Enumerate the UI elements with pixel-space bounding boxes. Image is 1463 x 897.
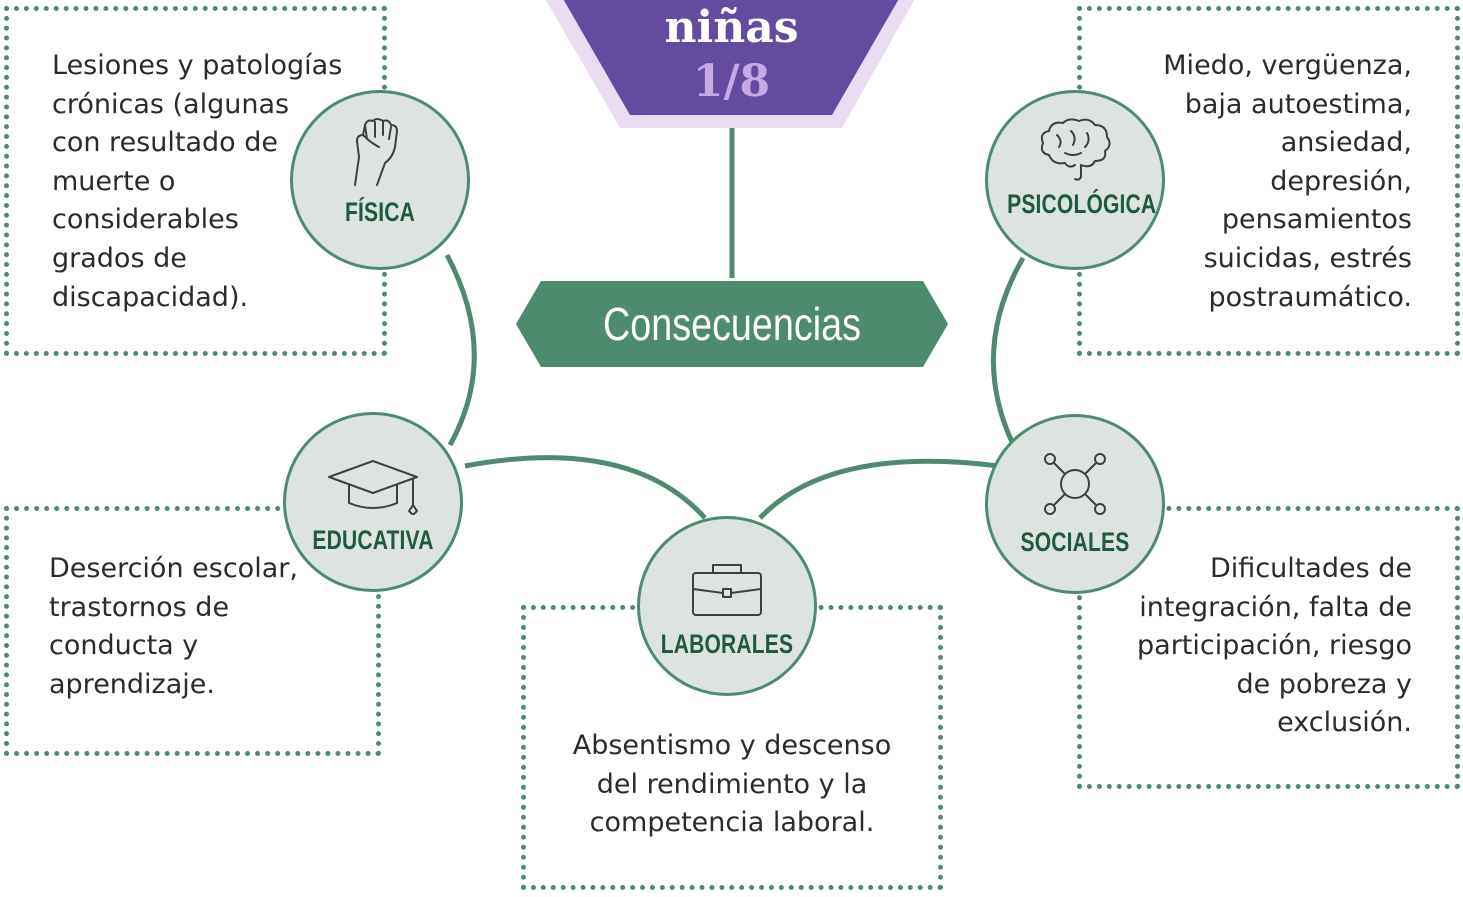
fisica-node: FÍSICA [290, 90, 470, 270]
psicologica-node: PSICOLÓGICA [985, 90, 1165, 270]
laborales-label: LABORALES [660, 629, 794, 659]
laborales-sociales-connector [758, 458, 999, 520]
sociales-node: SOCIALES [985, 414, 1165, 594]
laborales-description: Absentismo y descenso del rendimiento y … [572, 730, 892, 839]
educativa-description: Deserción escolar, trastornos de conduct… [49, 553, 298, 700]
title-hexagon [545, 0, 915, 128]
page-indicator: 1/8 [692, 56, 771, 107]
title-word: niñas [664, 2, 799, 53]
educativa-laborales-connector [464, 455, 707, 520]
psicologica-description: Miedo, vergüenza, baja autoestima, ansie… [1163, 50, 1412, 313]
educativa-node: EDUCATIVA [283, 412, 463, 592]
educativa-label: EDUCATIVA [312, 525, 434, 555]
briefcase-icon [640, 559, 814, 624]
fisica-label: FÍSICA [345, 197, 415, 227]
laborales-node: LABORALES [637, 516, 817, 696]
network-icon [988, 449, 1162, 524]
sociales-description: Dificultades de integración, falta de pa… [1137, 553, 1412, 739]
sociales-label: SOCIALES [1020, 527, 1130, 557]
raised-fist-icon [293, 113, 467, 198]
educativa-box [4, 506, 381, 756]
fisica-description: Lesiones y patologías crónicas (algunas … [52, 50, 343, 313]
psicologica-sociales-connector [990, 256, 1026, 444]
brain-icon [988, 115, 1162, 190]
graduation-cap-icon [286, 455, 460, 520]
center-title: Consecuencias [603, 298, 861, 350]
sociales-box [1077, 506, 1460, 789]
fisica-educativa-connector [444, 253, 477, 447]
psicologica-label: PSICOLÓGICA [1007, 189, 1157, 219]
